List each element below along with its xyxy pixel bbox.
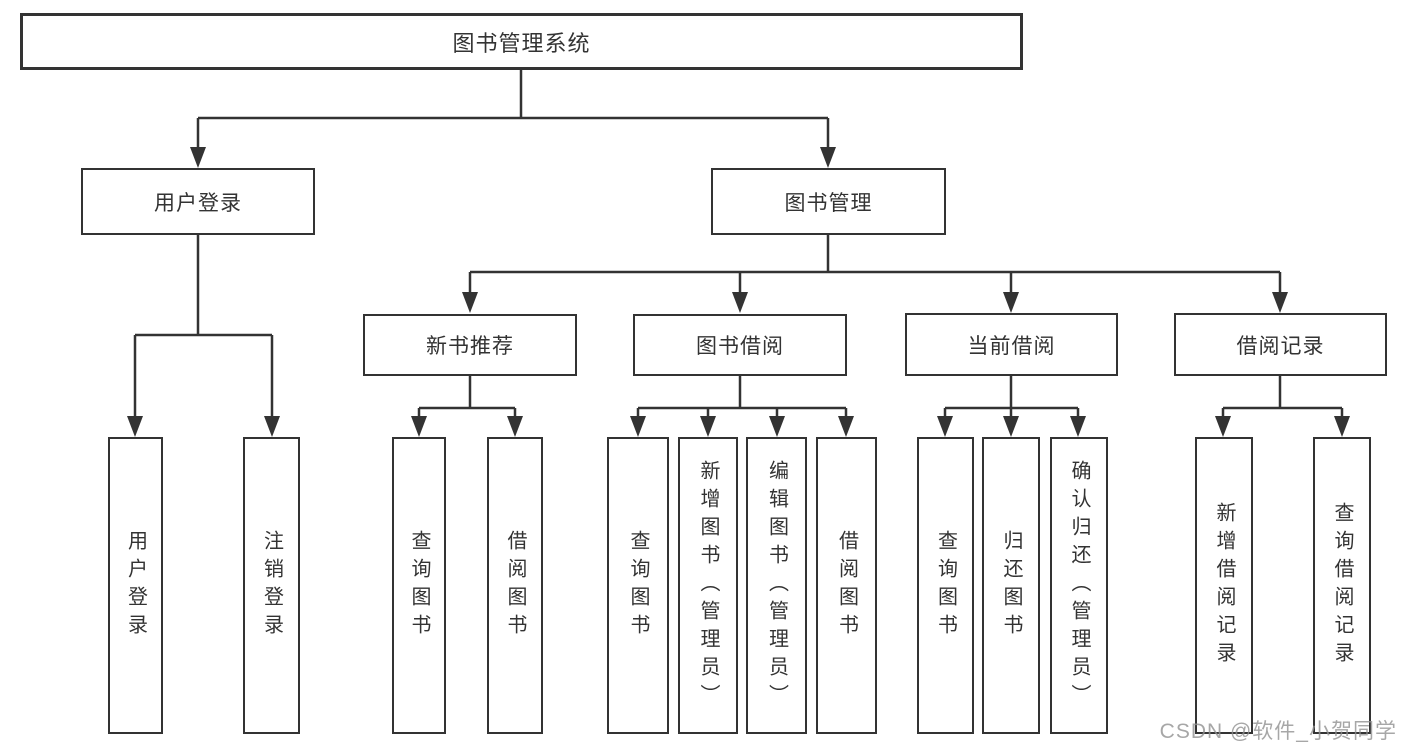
node-label: 当前借阅 bbox=[967, 334, 1056, 358]
node-label: 借阅图书 bbox=[504, 529, 526, 642]
node-label: 确认归还（管理员） bbox=[1068, 459, 1090, 712]
node-label: 查询图书 bbox=[627, 529, 649, 642]
node-label: 借阅图书 bbox=[835, 529, 858, 642]
node-label: 新增图书（管理员） bbox=[697, 459, 719, 712]
csdn-watermark: CSDN @软件_小贺同学 bbox=[1159, 720, 1397, 743]
node-label: 图书管理 bbox=[784, 191, 873, 215]
node-leaf-confirm-return-admin: 确认归还（管理员） bbox=[1050, 437, 1108, 734]
node-leaf-borrow-books-2: 借阅图书 bbox=[816, 437, 877, 734]
node-leaf-user-login: 用户登录 bbox=[108, 437, 163, 734]
node-leaf-query-books-3: 查询图书 bbox=[917, 437, 974, 734]
node-library-management-system: 图书管理系统 bbox=[20, 13, 1023, 70]
node-label: 查询图书 bbox=[934, 529, 957, 642]
node-leaf-query-books-1: 查询图书 bbox=[392, 437, 446, 734]
node-label: 新增借阅记录 bbox=[1213, 501, 1235, 670]
node-borrowing-records: 借阅记录 bbox=[1174, 313, 1387, 376]
node-label: 编辑图书（管理员） bbox=[765, 459, 788, 712]
tree-connector-lines bbox=[133, 68, 1344, 417]
node-leaf-borrow-books-1: 借阅图书 bbox=[487, 437, 543, 734]
node-label: 查询借阅记录 bbox=[1331, 501, 1353, 670]
node-leaf-query-books-2: 查询图书 bbox=[607, 437, 669, 734]
node-book-management-branch: 图书管理 bbox=[711, 168, 946, 235]
node-new-book-recommendation: 新书推荐 bbox=[363, 314, 577, 376]
node-label: 查询图书 bbox=[408, 529, 430, 642]
node-label: 注销登录 bbox=[260, 529, 283, 642]
node-label: 用户登录 bbox=[154, 191, 242, 215]
node-label: 用户登录 bbox=[124, 529, 147, 642]
node-book-borrowing: 图书借阅 bbox=[633, 314, 847, 376]
node-leaf-edit-books-admin: 编辑图书（管理员） bbox=[746, 437, 807, 734]
node-leaf-logout: 注销登录 bbox=[243, 437, 300, 734]
arrowhead-icons bbox=[127, 147, 1350, 437]
node-leaf-add-books-admin: 新增图书（管理员） bbox=[678, 437, 738, 734]
node-leaf-add-borrow-record: 新增借阅记录 bbox=[1195, 437, 1253, 734]
node-user-login-branch: 用户登录 bbox=[81, 168, 315, 235]
node-label: 图书管理系统 bbox=[452, 30, 591, 56]
node-leaf-query-borrow-record: 查询借阅记录 bbox=[1313, 437, 1371, 734]
node-label: 借阅记录 bbox=[1236, 334, 1325, 358]
node-leaf-return-books: 归还图书 bbox=[982, 437, 1040, 734]
node-label: 新书推荐 bbox=[426, 335, 514, 358]
node-label: 图书借阅 bbox=[696, 335, 784, 358]
node-current-borrowing: 当前借阅 bbox=[905, 313, 1118, 376]
node-label: 归还图书 bbox=[1000, 529, 1022, 642]
